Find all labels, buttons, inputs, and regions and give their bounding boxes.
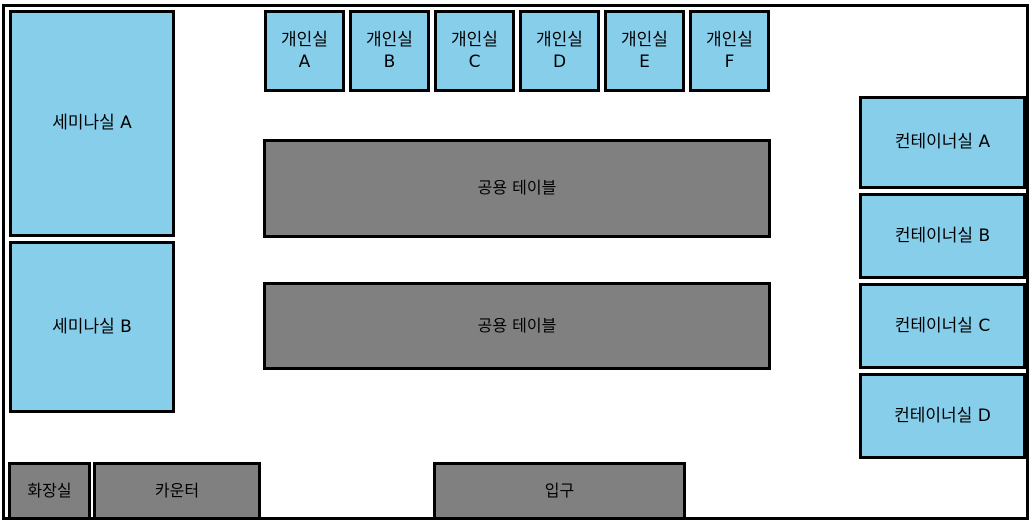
shared-table-2: 공용 테이블	[263, 282, 771, 370]
private-room-letter: B	[383, 52, 396, 72]
entrance-label: 입구	[544, 480, 575, 500]
private-room-letter: C	[468, 52, 481, 72]
seminar-room-a-label: 세미나실 A	[52, 113, 132, 134]
container-room-b-label: 컨테이너실 B	[894, 225, 991, 246]
counter-label: 카운터	[154, 480, 200, 500]
private-room-name: 개인실	[451, 29, 498, 50]
private-room-b: 개인실 B	[349, 10, 430, 92]
private-room-name: 개인실	[536, 29, 583, 50]
container-room-c: 컨테이너실 C	[859, 283, 1026, 369]
private-room-c: 개인실 C	[434, 10, 515, 92]
container-room-d-label: 컨테이너실 D	[894, 405, 991, 426]
entrance: 입구	[433, 462, 686, 520]
seminar-room-b: 세미나실 B	[9, 241, 175, 413]
seminar-room-b-label: 세미나실 B	[52, 316, 132, 337]
counter: 카운터	[93, 462, 261, 520]
private-room-letter: D	[552, 52, 567, 72]
shared-table-1: 공용 테이블	[263, 139, 771, 238]
private-room-a: 개인실 A	[264, 10, 345, 92]
shared-table-label: 공용 테이블	[477, 178, 557, 198]
private-room-name: 개인실	[281, 29, 328, 50]
container-room-a: 컨테이너실 A	[859, 96, 1026, 189]
container-room-a-label: 컨테이너실 A	[894, 132, 991, 153]
private-room-name: 개인실	[706, 29, 753, 50]
private-room-d: 개인실 D	[519, 10, 600, 92]
private-room-name: 개인실	[621, 29, 668, 50]
seminar-room-a: 세미나실 A	[9, 10, 175, 237]
private-room-letter: F	[724, 52, 735, 72]
private-room-e: 개인실 E	[604, 10, 685, 92]
restroom: 화장실	[8, 462, 91, 520]
private-room-letter: A	[298, 52, 311, 72]
restroom-label: 화장실	[27, 480, 72, 500]
shared-table-label: 공용 테이블	[477, 315, 557, 335]
private-room-letter: E	[639, 52, 650, 72]
container-room-c-label: 컨테이너실 C	[894, 315, 991, 336]
private-room-name: 개인실	[366, 29, 413, 50]
container-room-b: 컨테이너실 B	[859, 193, 1026, 279]
container-room-d: 컨테이너실 D	[859, 373, 1026, 459]
private-room-f: 개인실 F	[689, 10, 770, 92]
